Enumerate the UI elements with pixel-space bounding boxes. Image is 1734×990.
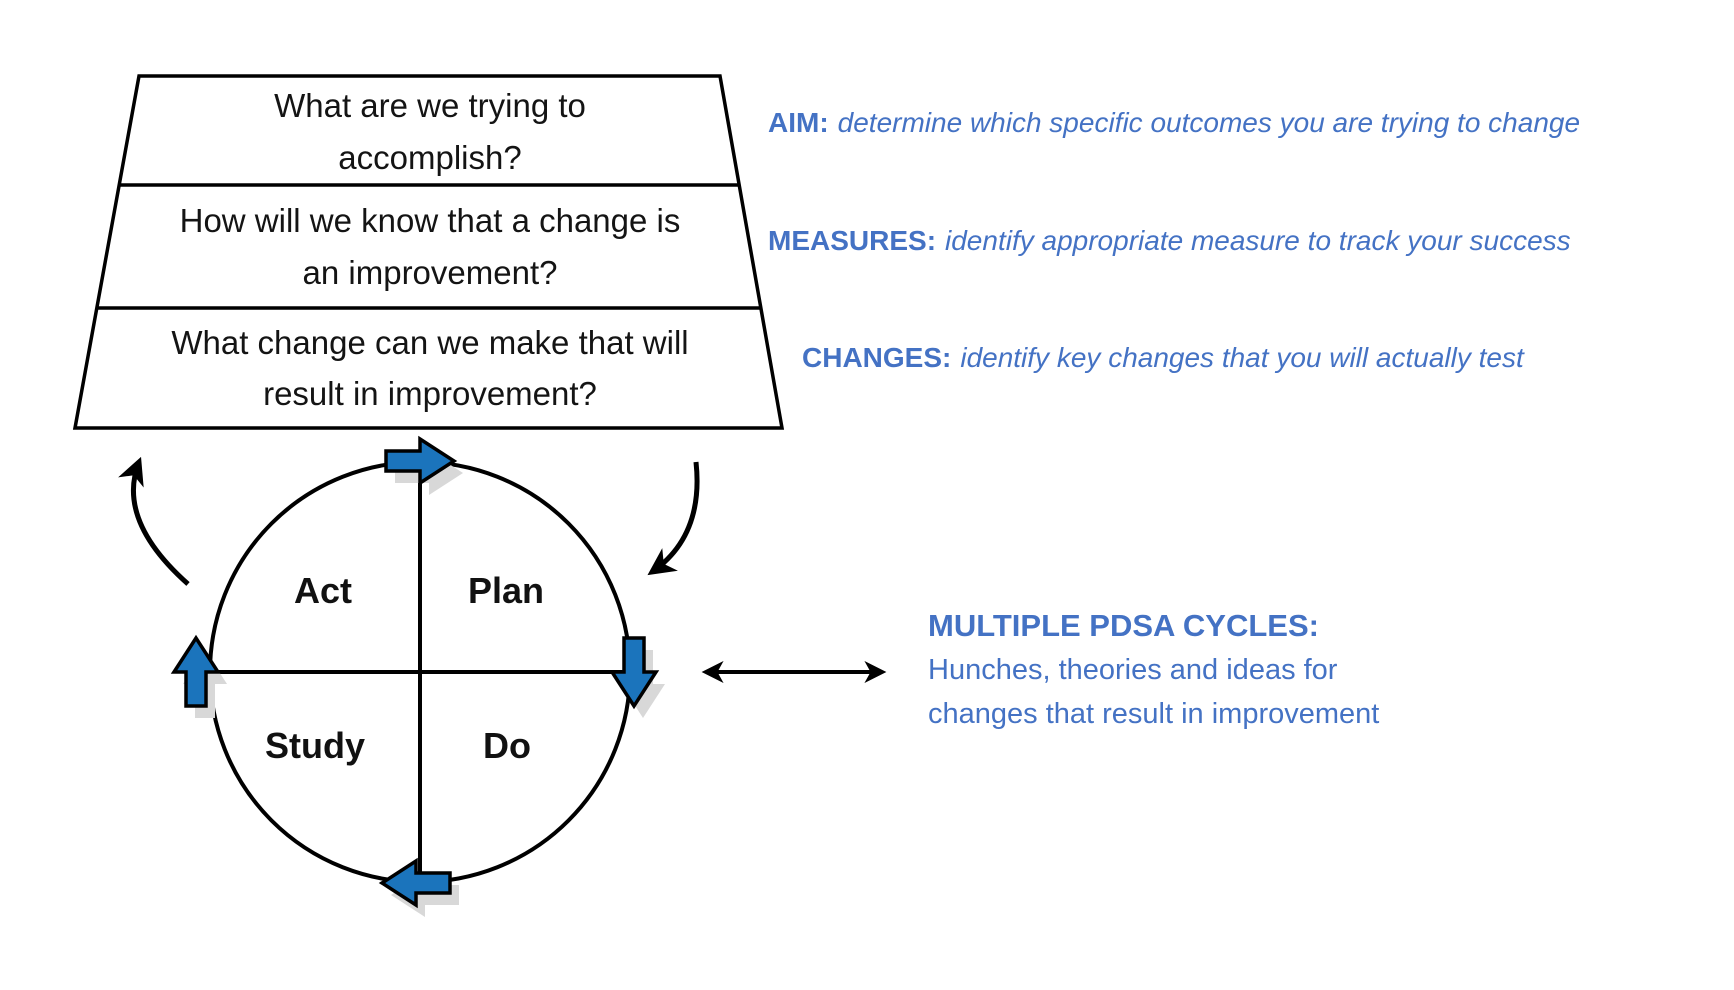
annotation-label: AIM: [768,107,829,138]
curved-arrow-up-icon [118,456,190,586]
funnel-question-line: accomplish? [338,138,522,176]
note-line: Hunches, theories and ideas for [928,654,1338,686]
annotation-label: MEASURES: [768,225,937,256]
funnel-question-measures: How will we know that a change is an imp… [100,187,760,306]
note-line: changes that result in improvement [928,698,1380,730]
funnel-question-line: What change can we make that will [171,323,689,361]
funnel-question-line: result in improvement? [263,375,597,412]
block-arrow-up-icon [170,634,222,708]
funnel-question-line: What are we trying to [274,87,586,125]
note-title: MULTIPLE PDSA CYCLES: [928,608,1319,643]
block-arrow-down-icon [608,636,660,710]
block-arrow-shadows [183,451,665,917]
funnel-question-changes: What change can we make that will result… [90,310,770,426]
funnel-question-line: an improvement? [302,253,558,291]
curved-arrow-down-icon [647,461,700,576]
quadrant-label-plan: Plan [467,570,545,611]
annotation-description: identify key changes that you will actua… [960,342,1524,373]
block-arrows [170,435,660,909]
annotation-description: identify appropriate measure to track yo… [945,225,1571,256]
question-funnel-shape [72,74,785,430]
funnel-question-line: How will we know that a change is [179,202,681,240]
quadrant-label-study: Study [264,725,366,766]
annotation-aim: AIM: determine which specific outcomes yo… [768,104,1580,142]
funnel-question-aim: What are we trying to accomplish? [110,78,750,185]
annotation-description: determine which specific outcomes you ar… [837,107,1581,138]
annotation-label: CHANGES: [802,342,952,373]
multiple-pdsa-cycles-note: MULTIPLE PDSA CYCLES: Hunches, theories … [928,604,1379,736]
block-arrow-left-icon [378,857,452,909]
block-arrow-right-icon [384,435,458,487]
quadrant-label-do: Do [483,725,531,766]
annotation-changes: CHANGES: identify key changes that you wi… [802,339,1524,377]
quadrant-label-act: Act [293,570,353,611]
annotation-measures: MEASURES: identify appropriate measure to… [768,222,1571,260]
